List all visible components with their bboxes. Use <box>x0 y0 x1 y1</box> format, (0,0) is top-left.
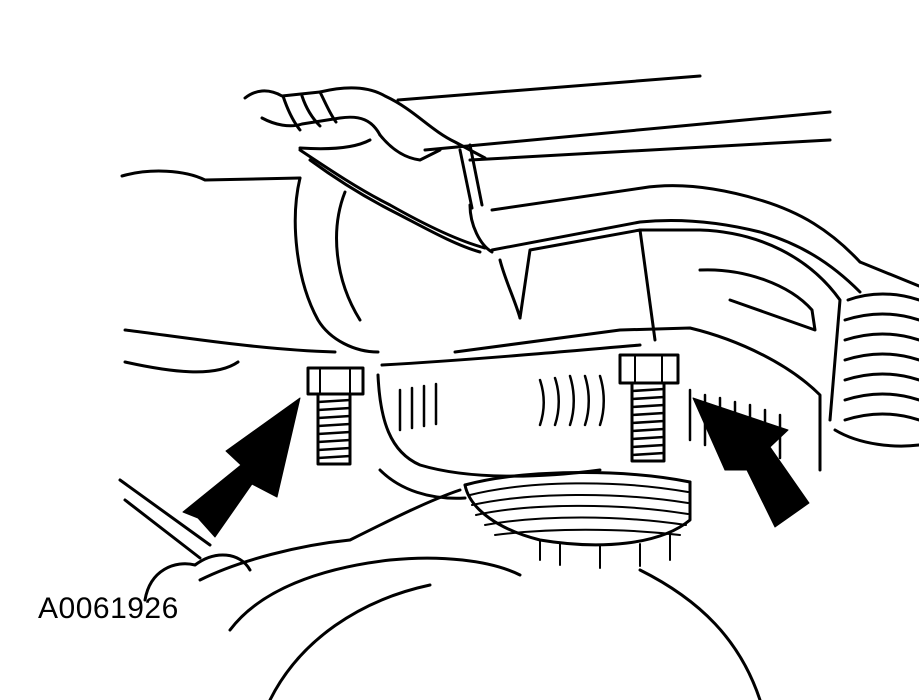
alternator-body <box>293 176 842 478</box>
hose-bracket <box>243 86 487 162</box>
pointer-arrows <box>182 397 810 538</box>
cross-member-tube <box>120 169 337 374</box>
vacuum-line <box>298 143 919 294</box>
upper-frame-rails <box>396 74 832 162</box>
right-bellows <box>833 292 919 448</box>
right-mounting-bolt <box>618 353 680 463</box>
alternator-pulley <box>463 471 692 569</box>
left-pointer-arrow <box>182 397 301 538</box>
right-pointer-arrow <box>692 397 810 528</box>
figure-id-label: A0061926 <box>38 592 179 625</box>
left-mounting-bolt <box>306 366 365 466</box>
lower-components <box>118 468 762 700</box>
